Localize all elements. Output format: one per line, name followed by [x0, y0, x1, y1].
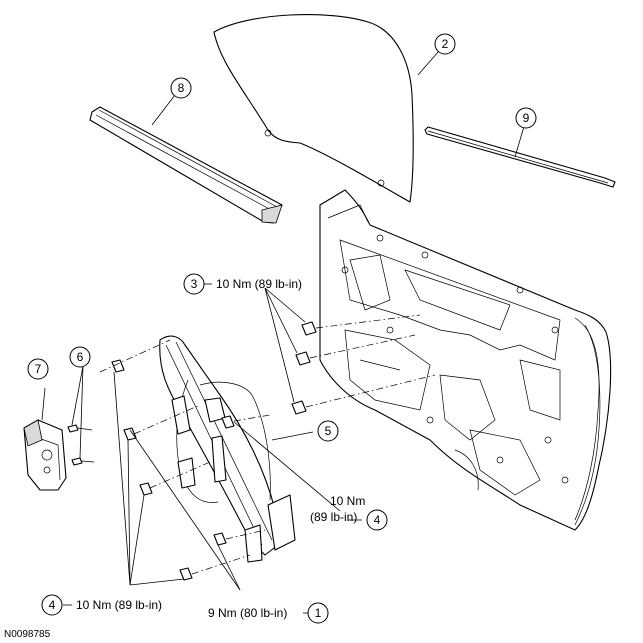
outer-belt-molding: [424, 126, 616, 188]
inner-belt-weatherstrip: [89, 106, 283, 224]
callout-9: 9: [515, 107, 537, 129]
door-glass: [213, 14, 414, 203]
callout-4-left-torque: 10 Nm (89 lb-in): [76, 598, 162, 612]
callout-1-number: 1: [315, 606, 322, 620]
diagram-id: N0098785: [4, 629, 51, 640]
callout-1-torque: 9 Nm (80 lb-in): [208, 606, 287, 620]
callout-6: 6: [69, 346, 91, 368]
callout-8-number: 8: [178, 81, 185, 95]
callout-6-number: 6: [77, 350, 84, 364]
callout-2-number: 2: [442, 37, 449, 51]
callout-4-left-number: 4: [49, 598, 56, 612]
window-regulator: [159, 335, 296, 563]
callout-3-number: 3: [191, 277, 198, 291]
callout-4-right-torque-line1: 10 Nm: [330, 494, 365, 508]
glass-bolts: [291, 321, 317, 415]
callout-7-number: 7: [35, 362, 42, 376]
callout-3-torque: 10 Nm (89 lb-in): [216, 277, 302, 291]
centerlines: [99, 314, 436, 575]
door-inner-panel: [319, 189, 612, 531]
callout-8: 8: [170, 77, 192, 99]
callout-9-number: 9: [523, 111, 530, 125]
callout-5-number: 5: [325, 424, 332, 438]
callout-2: 2: [434, 33, 456, 55]
motor-screws: [67, 424, 95, 466]
callout-4-right-number: 4: [374, 513, 381, 527]
callout-1: 9 Nm (80 lb-in) 1: [208, 602, 329, 624]
callout-7: 7: [27, 358, 49, 380]
callout-5: 5: [317, 420, 339, 442]
leader-lines: [41, 43, 526, 614]
callout-4-right: 10 Nm (89 lb-in) 4: [310, 494, 388, 531]
callout-4-right-torque-line2: (89 lb-in): [310, 510, 357, 524]
regulator-motor: [23, 419, 67, 491]
callout-4-left: 4 10 Nm (89 lb-in): [41, 594, 162, 616]
callout-3: 3 10 Nm (89 lb-in): [183, 273, 302, 295]
regulator-bolts: [111, 359, 235, 581]
